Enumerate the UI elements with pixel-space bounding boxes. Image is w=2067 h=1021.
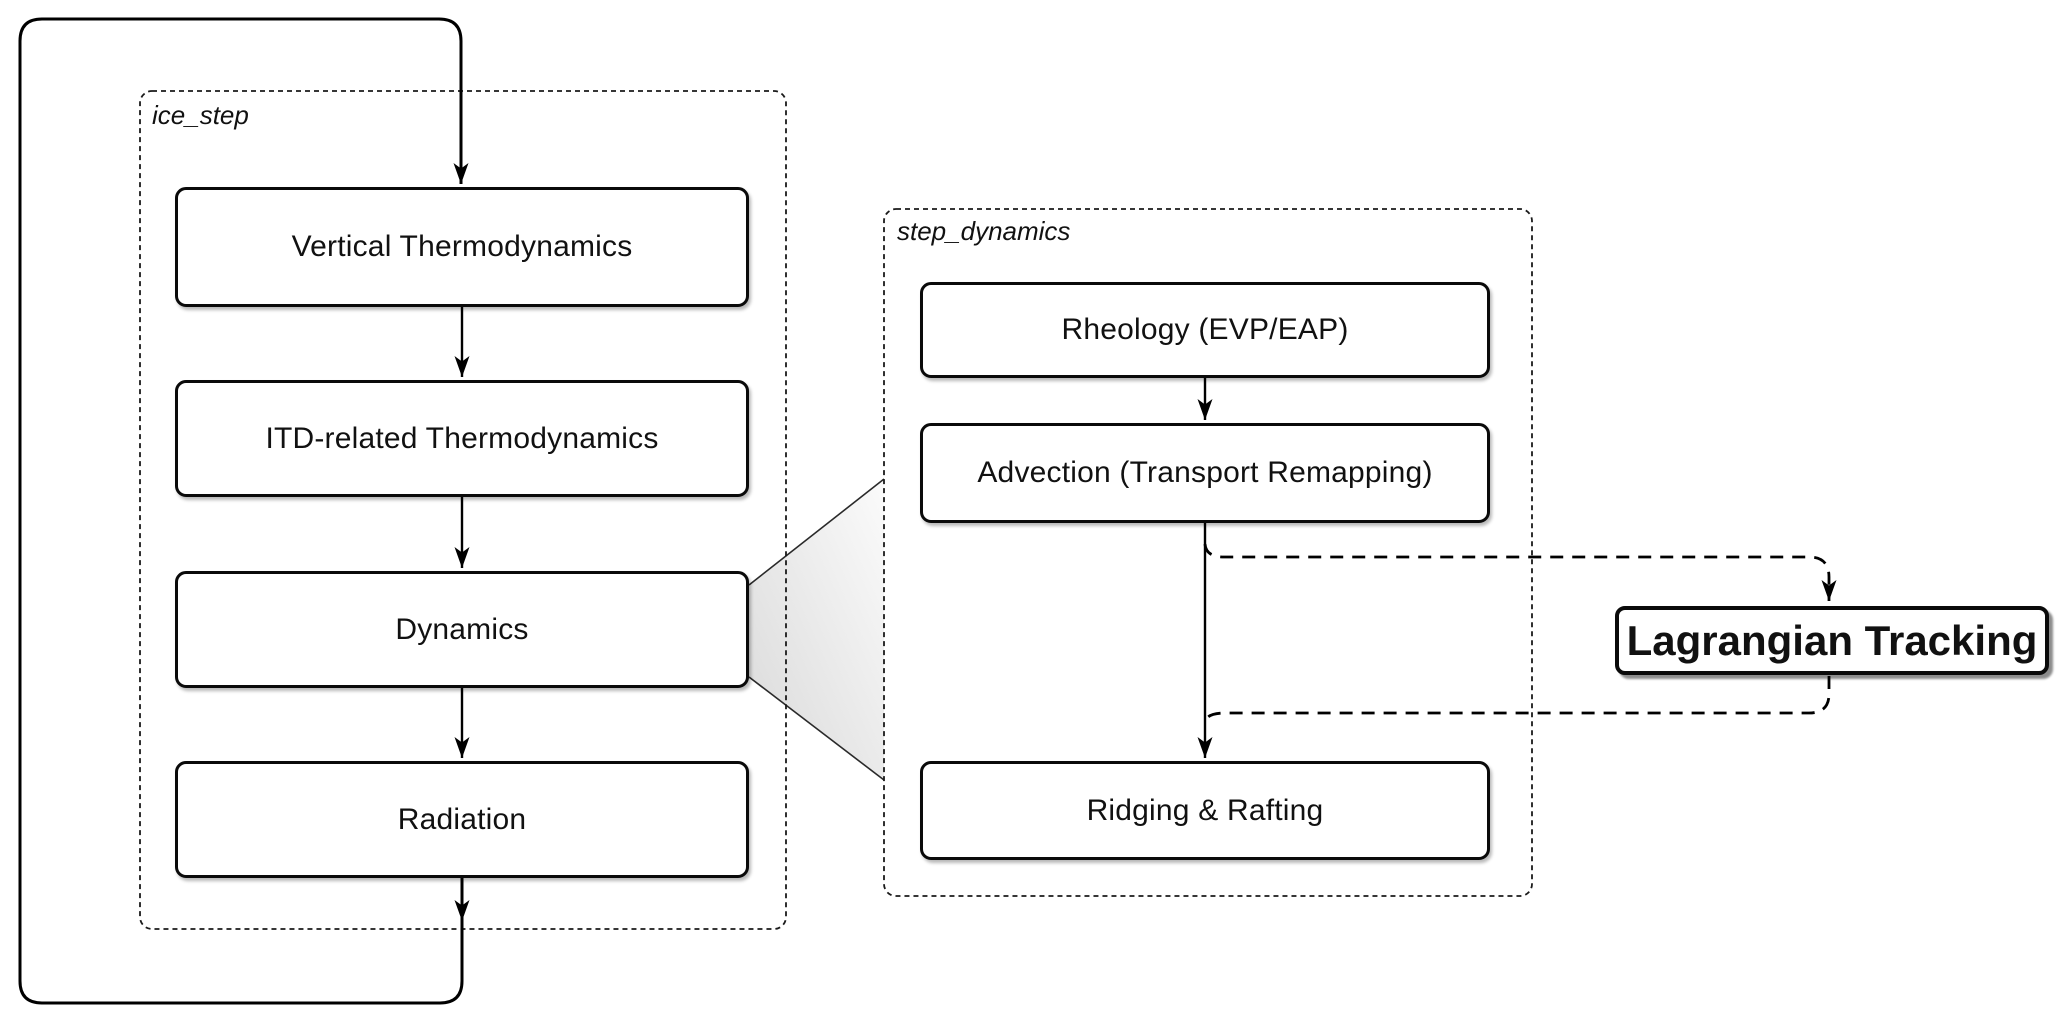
node-vertical-thermodynamics-label: Vertical Thermodynamics [291,230,633,263]
node-ridging-rafting: Ridging & Rafting [920,761,1490,860]
expansion-funnel [749,479,884,780]
node-ridging-rafting-label: Ridging & Rafting [1086,793,1324,827]
funnel-top-edge [748,478,885,586]
dashed-return-from-lagrangian [1204,676,1831,722]
node-itd-thermodynamics-label: ITD-related Thermodynamics [265,421,659,455]
node-advection-label: Advection (Transport Remapping) [977,456,1433,489]
dashed-arrow-to-lagrangian [1203,543,1837,601]
node-advection: Advection (Transport Remapping) [920,423,1490,523]
step-dynamics-group-border [883,208,1533,897]
node-radiation: Radiation [175,761,749,878]
node-radiation-label: Radiation [397,802,527,836]
node-rheology: Rheology (EVP/EAP) [920,282,1490,378]
node-itd-thermodynamics: ITD-related Thermodynamics [175,380,749,497]
node-dynamics-label: Dynamics [395,612,529,646]
node-vertical-thermodynamics: Vertical Thermodynamics [175,187,749,307]
loop-arrow-return [18,17,469,1005]
node-dynamics: Dynamics [175,571,749,688]
node-lagrangian-tracking-label: Lagrangian Tracking [1626,616,2038,664]
ice-step-group-label: ice_step [152,100,249,130]
step-dynamics-group-label: step_dynamics [897,216,1071,246]
node-lagrangian-tracking: Lagrangian Tracking [1615,606,2049,675]
node-rheology-label: Rheology (EVP/EAP) [1061,313,1349,346]
funnel-bottom-edge [748,676,885,781]
